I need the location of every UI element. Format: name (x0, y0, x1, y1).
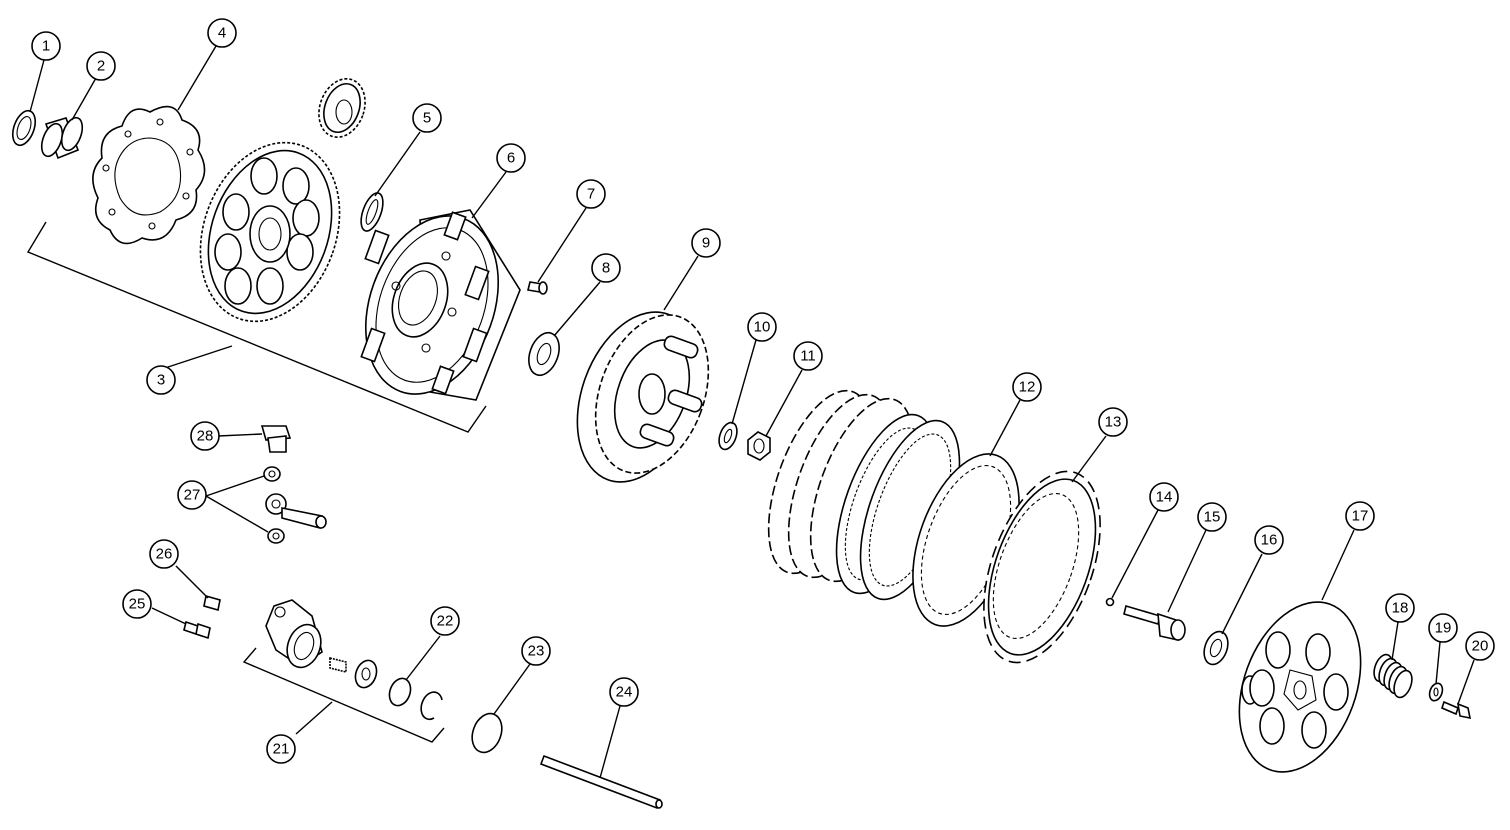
callout-17: 17 (1345, 501, 1375, 531)
callout-13: 13 (1098, 407, 1128, 437)
svg-text:11: 11 (800, 348, 816, 365)
svg-text:14: 14 (1156, 489, 1173, 506)
svg-text:2: 2 (97, 58, 105, 75)
callout-5: 5 (412, 103, 442, 133)
callout-14: 14 (1149, 482, 1179, 512)
svg-text:6: 6 (507, 150, 515, 167)
svg-text:15: 15 (1204, 509, 1221, 526)
svg-text:4: 4 (218, 25, 226, 42)
bracket-21 (242, 647, 445, 743)
svg-text:25: 25 (129, 596, 146, 613)
callout-12: 12 (1012, 372, 1042, 402)
part-19-washer (1428, 682, 1444, 702)
part-20-bolt (1441, 700, 1472, 720)
svg-text:26: 26 (156, 546, 173, 563)
callout-10: 10 (747, 312, 777, 342)
svg-text:21: 21 (273, 741, 290, 758)
part-9-inner-hub (576, 311, 710, 483)
callout-28: 28 (190, 421, 220, 451)
callout-21: 21 (266, 734, 296, 764)
part-3-small-gear (318, 78, 366, 138)
callout-25: 25 (122, 589, 152, 619)
part-1-washer (11, 109, 37, 147)
part-23-o-ring (471, 712, 503, 754)
svg-text:27: 27 (184, 487, 201, 504)
callout-24: 24 (609, 677, 639, 707)
svg-text:20: 20 (1472, 638, 1489, 655)
part-17-pressure-plate (1238, 601, 1362, 773)
part-24-push-rod-long (539, 754, 663, 810)
svg-text:19: 19 (1435, 620, 1452, 637)
part-8-washer (528, 331, 560, 377)
callout-16: 16 (1254, 525, 1284, 555)
part-7-pin (527, 281, 548, 295)
callout-11: 11 (793, 341, 823, 371)
part-11-nut (747, 431, 771, 461)
part-21-slave-cylinder (265, 599, 378, 689)
callout-3: 3 (146, 365, 176, 395)
svg-text:8: 8 (602, 260, 610, 277)
svg-text:22: 22 (437, 613, 454, 630)
callout-8: 8 (591, 253, 621, 283)
svg-text:17: 17 (1352, 508, 1369, 525)
part-14-ball (1105, 597, 1115, 607)
part-2-bushing (40, 116, 84, 160)
svg-text:10: 10 (754, 319, 771, 336)
callout-27: 27 (177, 480, 207, 510)
callout-7: 7 (576, 179, 606, 209)
svg-text:1: 1 (42, 38, 50, 55)
svg-text:16: 16 (1261, 532, 1278, 549)
part-21-circlip (420, 691, 443, 721)
callout-2: 2 (86, 51, 116, 81)
part-10-lock-washer (718, 421, 738, 451)
callout-4: 4 (207, 18, 237, 48)
leader-lines (29, 45, 1475, 779)
part-13-friction-plate (983, 470, 1101, 664)
part-22-o-ring (388, 677, 412, 707)
part-6-clutch-basket (360, 209, 521, 401)
callout-6: 6 (496, 143, 526, 173)
callout-19: 19 (1428, 613, 1458, 643)
part-25-screw (183, 620, 211, 640)
part-15-push-rod (1123, 604, 1186, 642)
bracket-3 (26, 221, 487, 433)
clutch-plate-pack (767, 389, 961, 601)
callout-20: 20 (1465, 631, 1495, 661)
svg-text:24: 24 (616, 684, 633, 701)
callout-9: 9 (691, 228, 721, 258)
part-26-fitting (203, 594, 221, 612)
part-3-primary-gear (199, 141, 341, 323)
part-16-washer (1203, 630, 1229, 666)
svg-text:18: 18 (1392, 600, 1409, 617)
callout-15: 15 (1197, 502, 1227, 532)
svg-text:13: 13 (1105, 414, 1122, 431)
callout-1: 1 (31, 31, 61, 61)
svg-text:3: 3 (157, 372, 165, 389)
svg-text:5: 5 (423, 110, 431, 127)
callout-18: 18 (1385, 593, 1415, 623)
part-27-banjo-fitting (263, 466, 327, 544)
svg-text:23: 23 (528, 643, 545, 660)
part-18-spring (1373, 653, 1413, 699)
callout-22: 22 (430, 606, 460, 636)
svg-text:9: 9 (702, 235, 710, 252)
part-5-ring (360, 192, 384, 232)
part-4-plate (92, 105, 206, 245)
callout-23: 23 (521, 636, 551, 666)
svg-text:7: 7 (587, 186, 595, 203)
callout-26: 26 (149, 539, 179, 569)
svg-text:28: 28 (197, 428, 214, 445)
svg-text:12: 12 (1019, 379, 1036, 396)
part-28-banjo-bolt (260, 425, 292, 453)
